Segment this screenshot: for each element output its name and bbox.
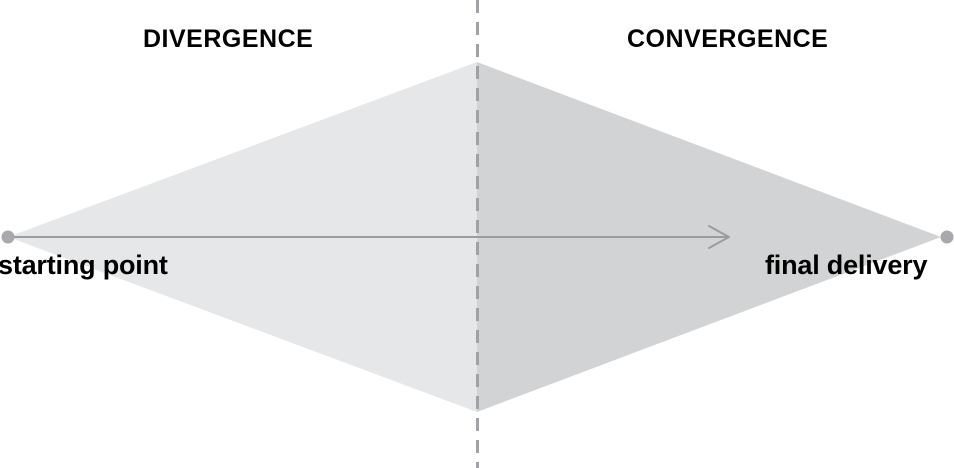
convergence-label: CONVERGENCE — [627, 25, 829, 53]
final-delivery-dot-icon — [940, 230, 954, 244]
progress-arrow-head-icon — [708, 225, 730, 249]
final-delivery-label: final delivery — [765, 250, 928, 280]
starting-point-label: starting point — [0, 250, 168, 280]
starting-point-dot-icon — [1, 230, 15, 244]
divergence-label: DIVERGENCE — [143, 25, 314, 53]
